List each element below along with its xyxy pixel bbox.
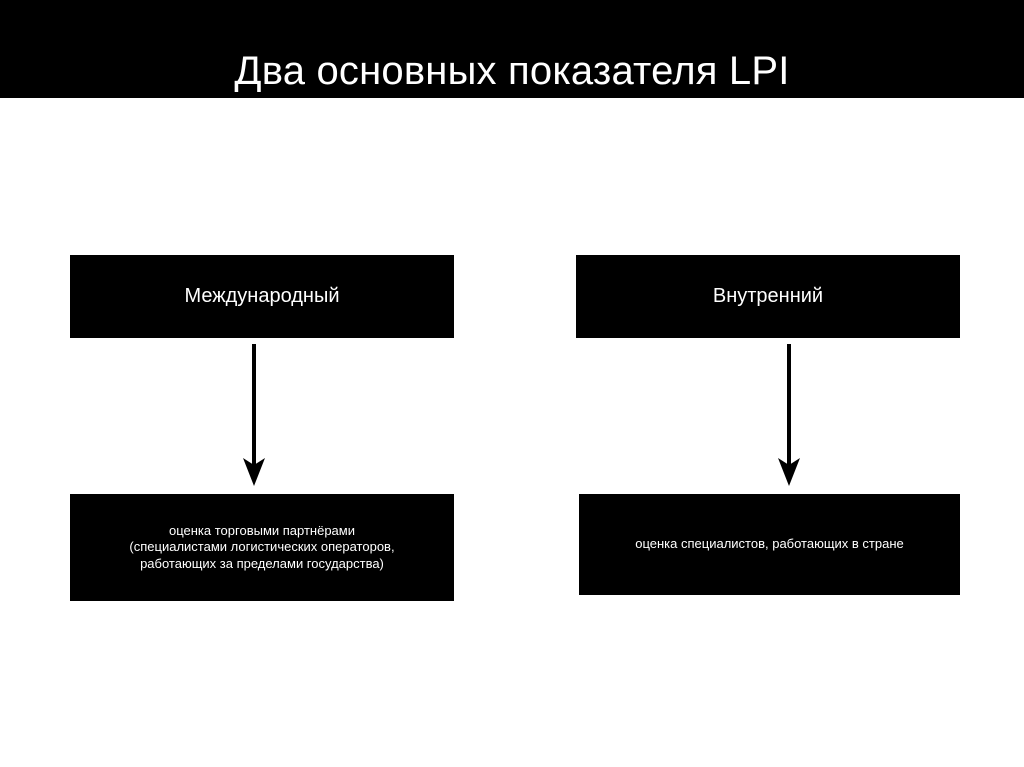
- node-international-title-label: Международный: [184, 284, 340, 307]
- header-bar: [0, 0, 1024, 98]
- node-international-title: Международный: [70, 255, 454, 338]
- node-domestic-description-label: оценка специалистов, работающих в стране: [635, 536, 904, 552]
- arrow-down-icon-domestic: [778, 344, 800, 486]
- arrow-down-icon-international: [243, 344, 265, 486]
- node-domestic-description: оценка специалистов, работающих в стране: [579, 494, 960, 595]
- node-international-description-label: оценка торговыми партнёрами (специалиста…: [129, 522, 395, 571]
- node-international-description: оценка торговыми партнёрами (специалиста…: [70, 494, 454, 601]
- node-domestic-title: Внутренний: [576, 255, 960, 338]
- diagram: Международный оценка торговыми партнёрам…: [0, 98, 1024, 767]
- node-domestic-title-label: Внутренний: [712, 284, 824, 307]
- page-title: Два основных показателя LPI: [234, 48, 790, 93]
